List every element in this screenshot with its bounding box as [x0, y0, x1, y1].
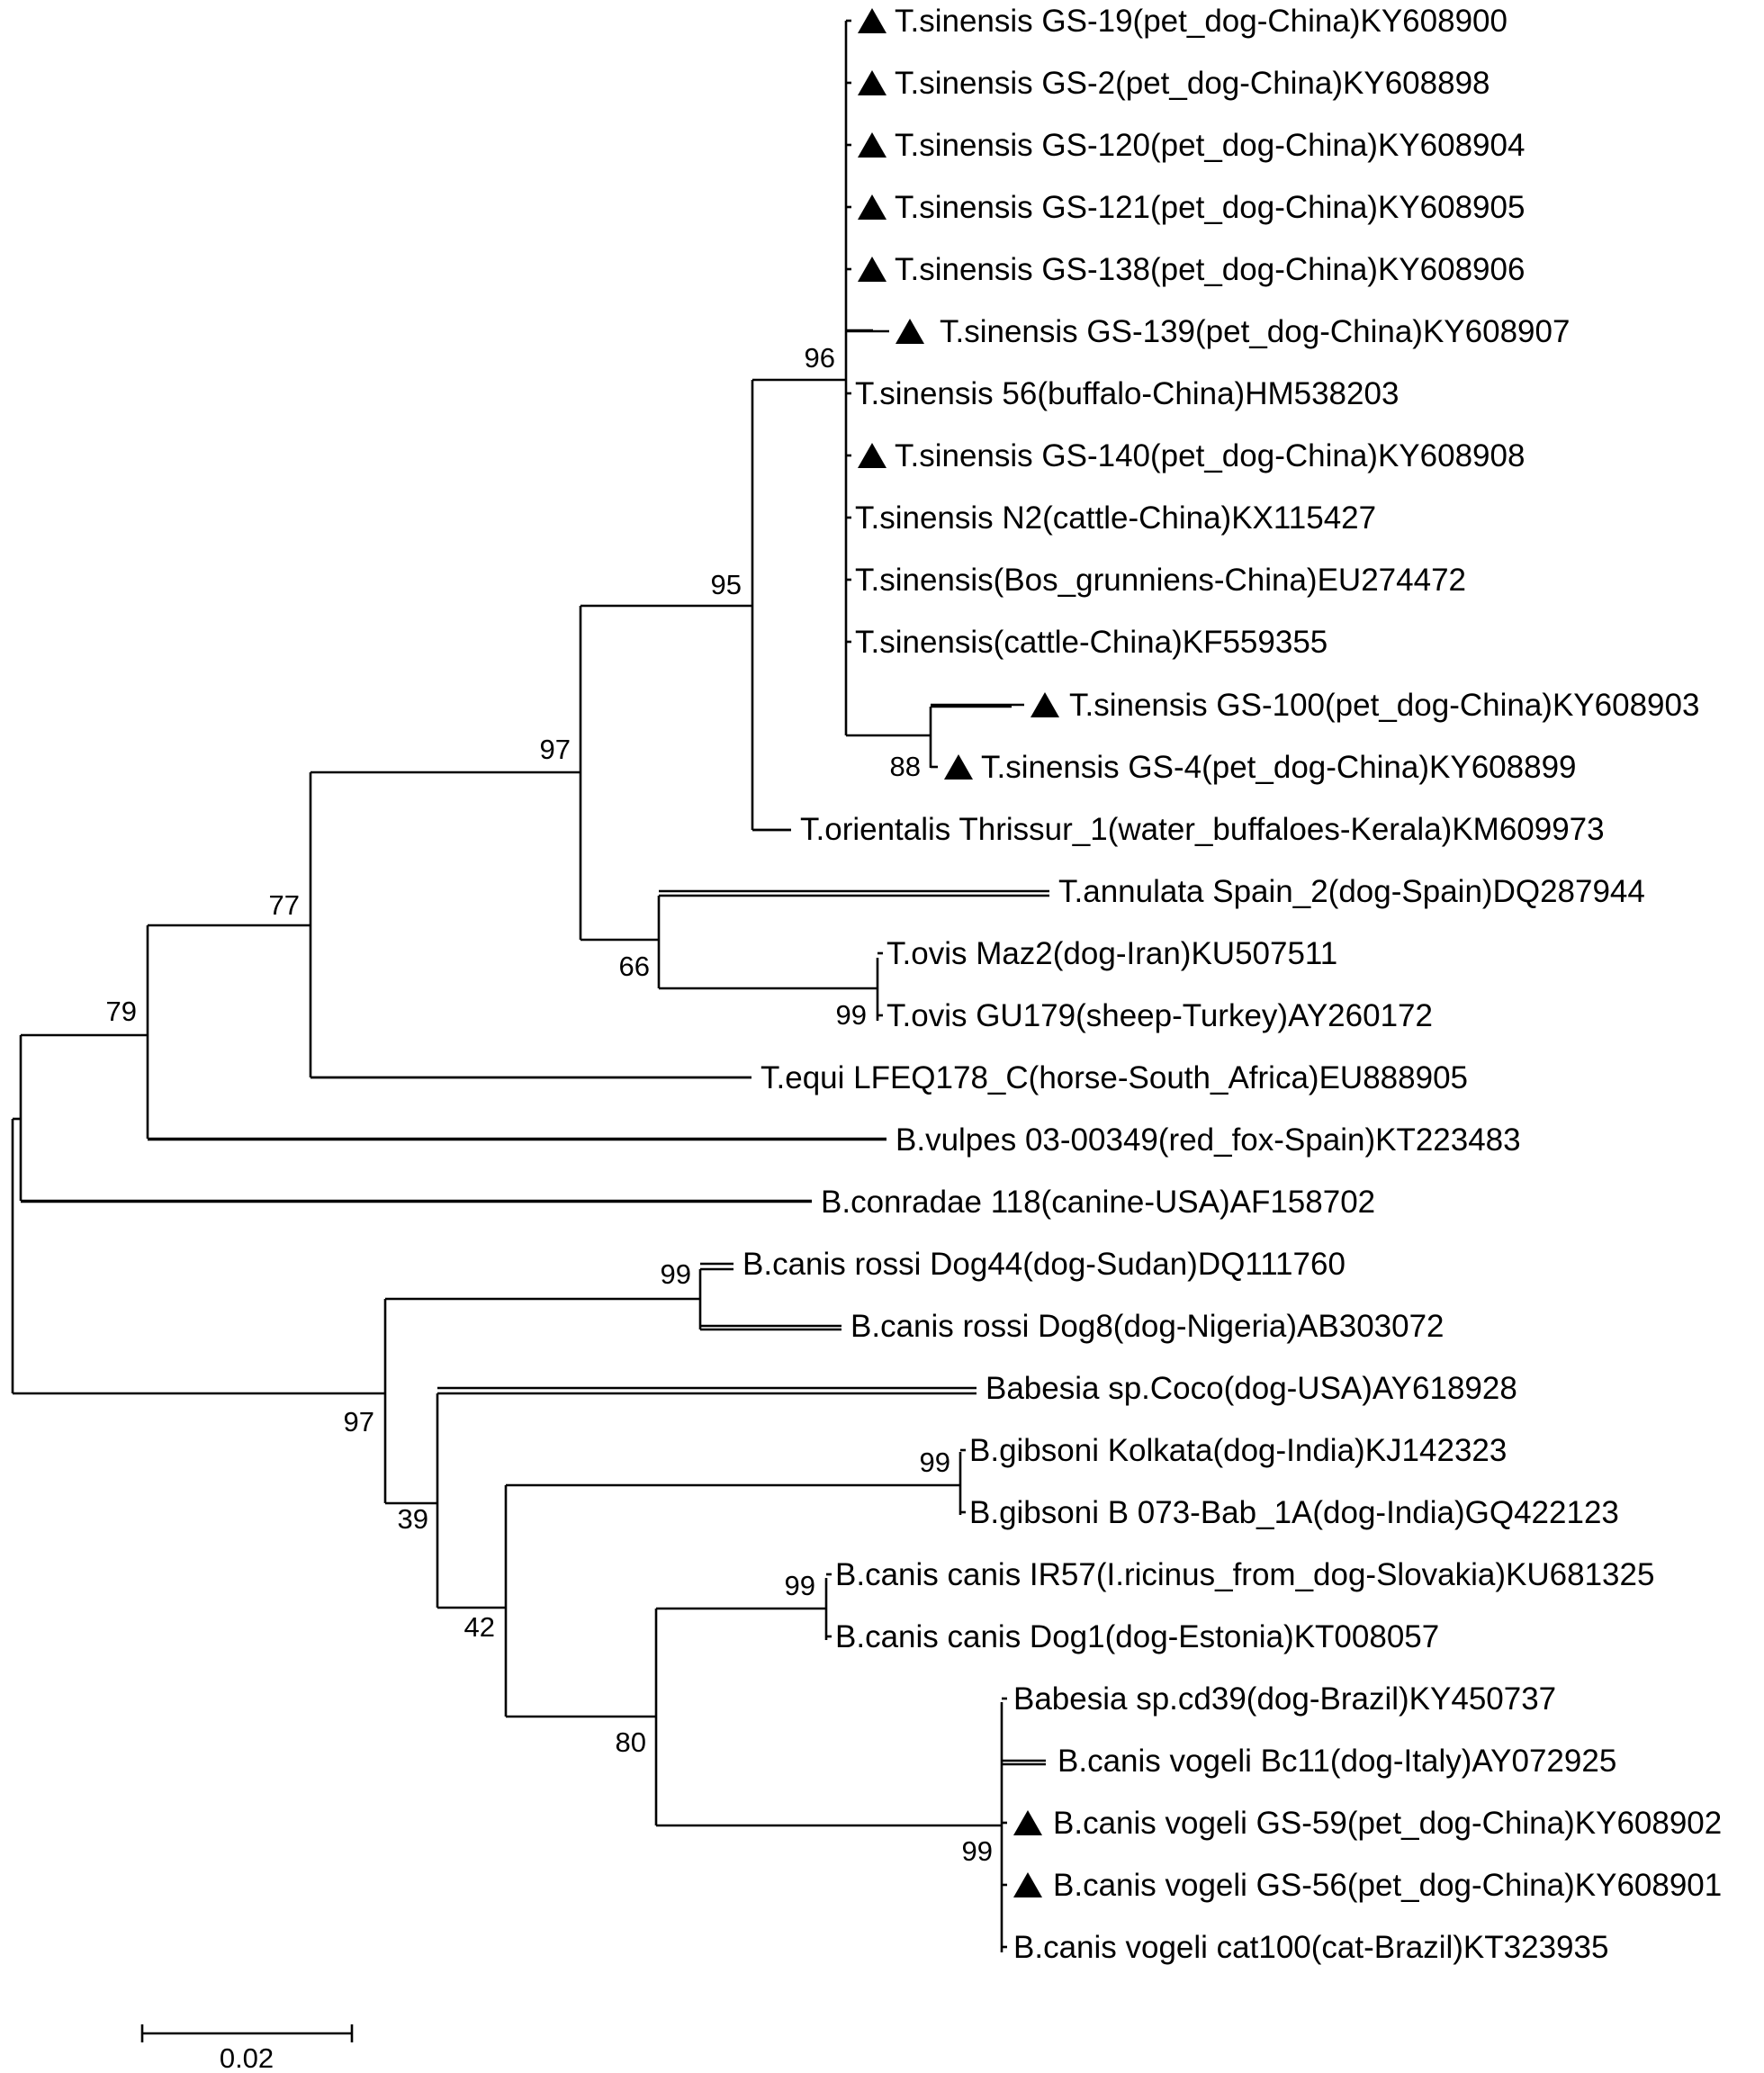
bootstrap-label: 95 [711, 569, 742, 600]
bootstrap-label: 97 [344, 1406, 374, 1438]
leaf-label: T.sinensis GS-139(pet_dog-China)KY608907 [940, 314, 1570, 349]
leaf-markers [21, 8, 1059, 1949]
scale-bar: 0.02 [140, 2024, 354, 2073]
leaf-label: B.canis canis IR57(I.ricinus_from_dog-Sl… [835, 1557, 1654, 1592]
leaf-label: T.sinensis GS-121(pet_dog-China)KY608905 [895, 190, 1525, 225]
leaf-label: B.canis rossi Dog8(dog-Nigeria)AB303072 [850, 1309, 1444, 1344]
leaf-label: T.sinensis GS-100(pet_dog-China)KY608903 [1069, 688, 1699, 723]
leaf-label: T.ovis GU179(sheep-Turkey)AY260172 [886, 998, 1433, 1033]
leaf-label: Babesia sp.Coco(dog-USA)AY618928 [986, 1371, 1517, 1406]
leaf-label: B.canis vogeli GS-59(pet_dog-China)KY608… [1053, 1806, 1722, 1841]
leaf-label: T.annulata Spain_2(dog-Spain)DQ287944 [1058, 874, 1645, 909]
bootstrap-label: 99 [785, 1570, 815, 1601]
leaf-label: T.sinensis(cattle-China)KF559355 [855, 625, 1328, 660]
bootstrap-label: 79 [106, 996, 137, 1027]
triangle-marker-icon [858, 443, 886, 468]
triangle-marker-icon [858, 8, 886, 33]
bootstrap-label: 66 [619, 951, 650, 982]
leaf-label: B.canis vogeli GS-56(pet_dog-China)KY608… [1053, 1868, 1722, 1903]
bootstrap-values: 96 95 97 77 79 88 66 99 99 97 39 99 42 9… [106, 342, 993, 1867]
leaf-label: T.sinensis GS-140(pet_dog-China)KY608908 [895, 438, 1525, 473]
leaf-label: T.orientalis Thrissur_1(water_buffaloes-… [800, 812, 1605, 847]
bootstrap-label: 99 [836, 999, 867, 1031]
triangle-marker-icon [896, 319, 924, 344]
bootstrap-label: 80 [616, 1726, 646, 1758]
bootstrap-label: 99 [962, 1835, 993, 1867]
leaf-label: T.sinensis N2(cattle-China)KX115427 [855, 500, 1376, 536]
leaf-label: B.gibsoni Kolkata(dog-India)KJ142323 [969, 1433, 1507, 1468]
leaf-label: Babesia sp.cd39(dog-Brazil)KY450737 [1013, 1681, 1556, 1717]
leaf-label: T.sinensis GS-120(pet_dog-China)KY608904 [895, 128, 1525, 163]
triangle-marker-icon [858, 132, 886, 158]
leaf-labels: T.sinensis GS-19(pet_dog-China)KY608900 … [742, 4, 1722, 1965]
leaf-label: T.sinensis(Bos_grunniens-China)EU274472 [855, 563, 1466, 598]
leaf-label: B.canis vogeli cat100(cat-Brazil)KT32393… [1013, 1930, 1608, 1965]
triangle-marker-icon [1030, 692, 1059, 717]
leaf-label: T.ovis Maz2(dog-Iran)KU507511 [886, 936, 1337, 971]
triangle-marker-icon [858, 70, 886, 95]
tree-branches [11, 21, 1049, 1952]
leaf-label: B.gibsoni B 073-Bab_1A(dog-India)GQ42212… [969, 1495, 1619, 1530]
bootstrap-label: 99 [920, 1447, 950, 1478]
bootstrap-label: 88 [890, 751, 921, 782]
triangle-marker-icon [1013, 1872, 1042, 1897]
triangle-marker-icon [944, 754, 973, 780]
bootstrap-label: 77 [269, 889, 300, 921]
leaf-label: T.sinensis GS-19(pet_dog-China)KY608900 [895, 4, 1508, 39]
leaf-label: T.sinensis GS-4(pet_dog-China)KY608899 [981, 750, 1577, 785]
triangle-marker-icon [858, 194, 886, 220]
leaf-label: T.sinensis GS-2(pet_dog-China)KY608898 [895, 66, 1490, 101]
bootstrap-label: 42 [464, 1611, 495, 1643]
bootstrap-label: 99 [661, 1258, 691, 1290]
leaf-label: B.canis rossi Dog44(dog-Sudan)DQ111760 [742, 1247, 1346, 1282]
leaf-label: T.equi LFEQ178_C(horse-South_Africa)EU88… [760, 1060, 1468, 1095]
triangle-marker-icon [1013, 1810, 1042, 1835]
leaf-label: T.sinensis GS-138(pet_dog-China)KY608906 [895, 252, 1525, 287]
triangle-marker-icon [858, 257, 886, 282]
bootstrap-label: 97 [540, 734, 571, 765]
leaf-label: B.canis vogeli Bc11(dog-Italy)AY072925 [1058, 1744, 1616, 1779]
scale-bar-label: 0.02 [220, 2042, 274, 2073]
bootstrap-label: 39 [398, 1503, 428, 1535]
leaf-label: B.canis canis Dog1(dog-Estonia)KT008057 [835, 1619, 1439, 1654]
leaf-label: T.sinensis 56(buffalo-China)HM538203 [855, 376, 1399, 411]
bootstrap-label: 96 [805, 342, 835, 374]
leaf-label: B.conradae 118(canine-USA)AF158702 [821, 1185, 1375, 1220]
leaf-label: B.vulpes 03-00349(red_fox-Spain)KT223483 [896, 1122, 1521, 1158]
